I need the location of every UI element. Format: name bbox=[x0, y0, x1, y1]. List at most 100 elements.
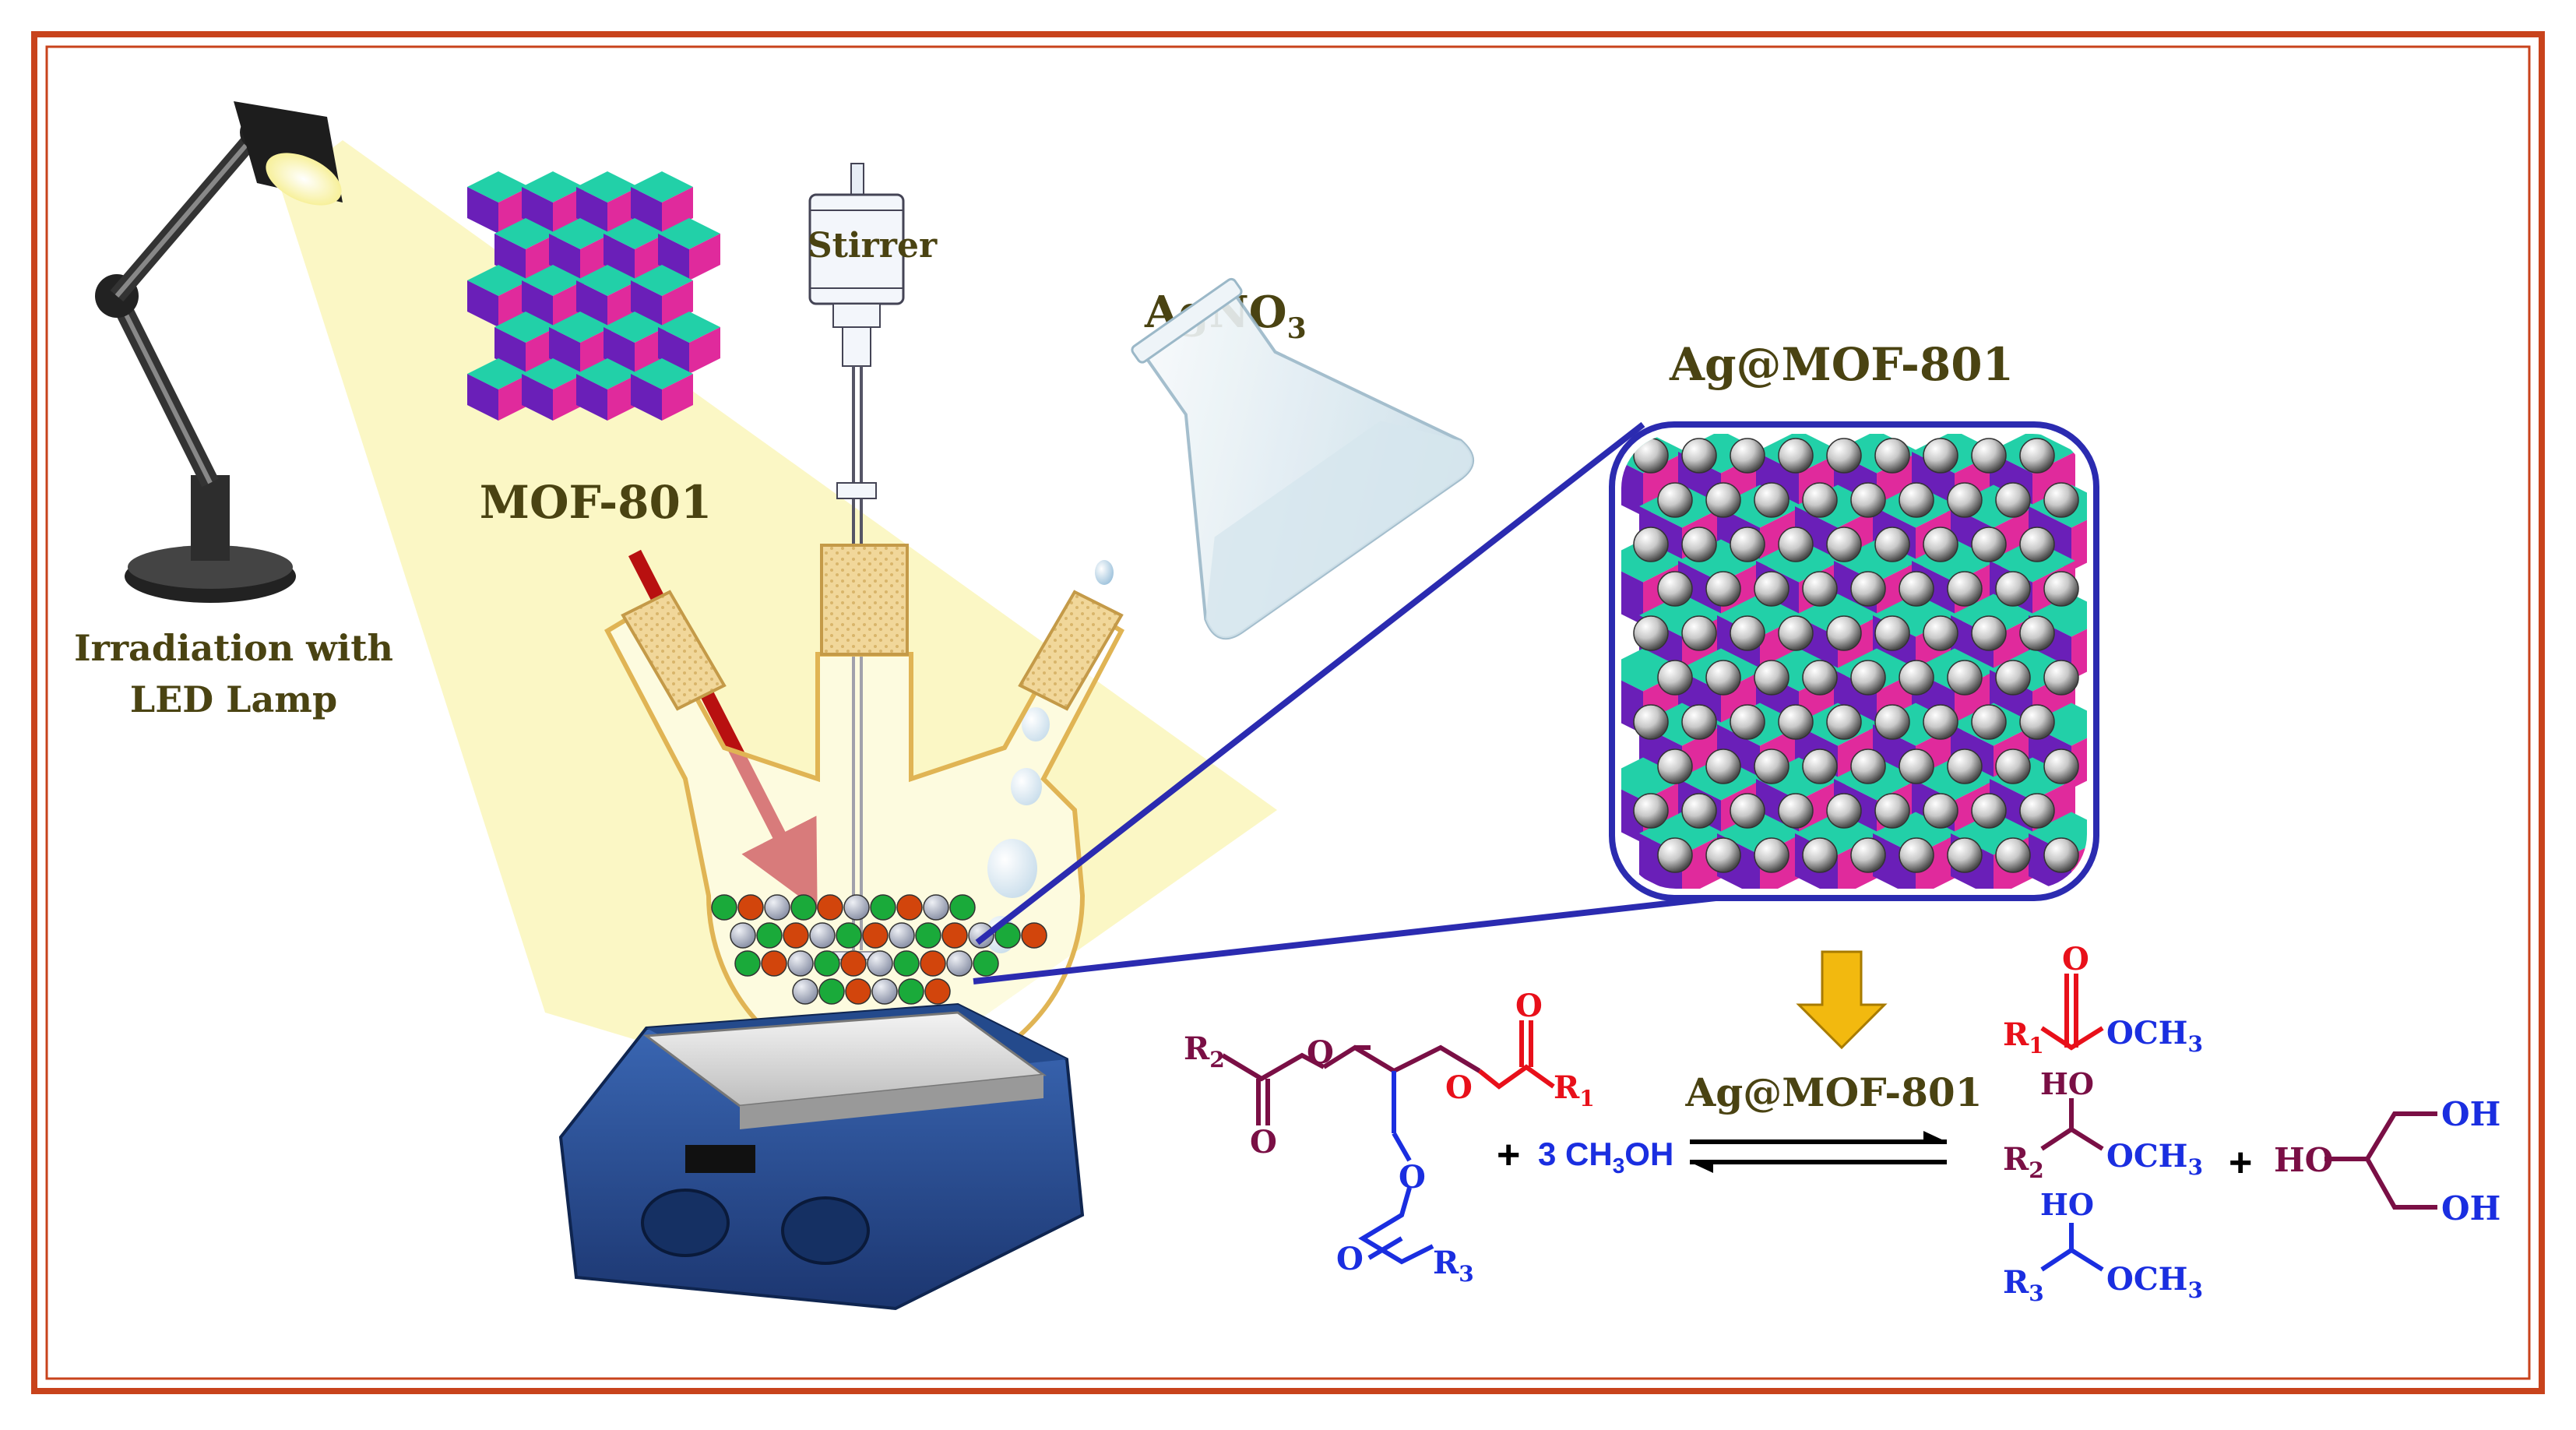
silver-nanoparticle bbox=[1947, 660, 1983, 696]
silver-nanoparticle bbox=[1681, 527, 1717, 562]
silver-nanoparticle bbox=[1730, 615, 1765, 651]
mof-cube bbox=[467, 358, 530, 421]
silver-nanoparticle bbox=[1778, 438, 1814, 474]
silver-nanoparticle bbox=[1802, 660, 1838, 696]
silver-nanoparticle bbox=[1995, 571, 2031, 607]
equilibrium-arrows bbox=[1690, 1131, 1947, 1173]
silver-nanoparticle bbox=[1899, 660, 1934, 696]
product-r3-hemiacetal: HO R3 OCH3 bbox=[2003, 1187, 2203, 1306]
silver-nanoparticle bbox=[1947, 571, 1983, 607]
flask-particle bbox=[809, 922, 836, 949]
silver-nanoparticle bbox=[2043, 571, 2079, 607]
silver-nanoparticle bbox=[2043, 837, 2079, 873]
p1-och3-label: OCH3 bbox=[2106, 1015, 2203, 1057]
silver-nanoparticle bbox=[1778, 615, 1814, 651]
o-label-3: O bbox=[1445, 1069, 1473, 1106]
inner-frame bbox=[45, 45, 2531, 1380]
silver-nanoparticle bbox=[1657, 482, 1693, 518]
o-label-5: O bbox=[1399, 1159, 1426, 1196]
silver-nanoparticle bbox=[1657, 837, 1693, 873]
silver-nanoparticle bbox=[1826, 793, 1862, 829]
silver-nanoparticle bbox=[1730, 793, 1765, 829]
triglyceride-structure: R2 O O O O R1 O O R3 bbox=[1184, 988, 1595, 1287]
flask-particle bbox=[845, 978, 871, 1005]
silver-nanoparticle bbox=[1802, 571, 1838, 607]
flask-particle bbox=[730, 922, 756, 949]
silver-nanoparticle bbox=[1657, 660, 1693, 696]
silver-nanoparticle bbox=[1947, 748, 1983, 784]
silver-nanoparticle bbox=[1850, 571, 1886, 607]
flask-particle bbox=[862, 922, 889, 949]
silver-nanoparticle bbox=[1923, 704, 1958, 740]
silver-nanoparticle bbox=[2043, 482, 2079, 518]
flask-particle bbox=[836, 922, 862, 949]
flask-particle bbox=[915, 922, 941, 949]
silver-nanoparticle bbox=[1971, 704, 2007, 740]
glycerol-oh-top-label: OH bbox=[2441, 1095, 2500, 1133]
flask-particle bbox=[734, 950, 761, 977]
silver-nanoparticle bbox=[1995, 660, 2031, 696]
silver-nanoparticle bbox=[1923, 527, 1958, 562]
p3-r-label: R3 bbox=[2003, 1264, 2044, 1306]
silver-nanoparticle bbox=[1705, 482, 1741, 518]
flask-particles bbox=[711, 894, 1047, 1005]
flask-particle bbox=[923, 894, 949, 921]
silver-nanoparticle bbox=[1995, 482, 2031, 518]
silver-nanoparticle bbox=[1899, 748, 1934, 784]
hotplate-stirrer-icon bbox=[558, 1002, 1085, 1311]
silver-nanoparticle bbox=[1995, 837, 2031, 873]
silver-nanoparticle bbox=[1633, 793, 1669, 829]
silver-nanoparticle bbox=[1826, 615, 1862, 651]
silver-nanoparticle bbox=[1874, 527, 1910, 562]
silver-nanoparticle bbox=[1778, 527, 1814, 562]
flask-particle bbox=[764, 894, 790, 921]
led-lamp-icon bbox=[95, 101, 343, 603]
glycerol-structure: HO OH OH bbox=[2274, 1095, 2500, 1227]
zoom-line-bottom bbox=[973, 893, 1737, 984]
silver-nanoparticle bbox=[1826, 527, 1862, 562]
yellow-arrow bbox=[1796, 950, 1888, 1050]
silver-nanoparticle bbox=[1947, 837, 1983, 873]
silver-nanoparticle bbox=[1681, 793, 1717, 829]
silver-nanoparticle bbox=[1874, 438, 1910, 474]
silver-nanoparticle bbox=[2043, 748, 2079, 784]
silver-nanoparticle bbox=[1730, 527, 1765, 562]
silver-nanoparticle bbox=[1971, 793, 2007, 829]
plus-2: + bbox=[2229, 1140, 2252, 1185]
silver-nanoparticle bbox=[1826, 438, 1862, 474]
lamp-label-line1: Irradiation with bbox=[74, 627, 393, 669]
silver-nanoparticle bbox=[1633, 527, 1669, 562]
silver-nanoparticle bbox=[1802, 482, 1838, 518]
silver-nanoparticle bbox=[1850, 748, 1886, 784]
p1-r-label: R1 bbox=[2003, 1016, 2044, 1058]
silver-nanoparticle bbox=[1681, 615, 1717, 651]
flask-particle bbox=[817, 894, 843, 921]
silver-nanoparticle bbox=[1802, 748, 1838, 784]
flask-particle bbox=[924, 978, 951, 1005]
silver-nanoparticle bbox=[1995, 748, 2031, 784]
o-label-6: O bbox=[1336, 1241, 1364, 1277]
silver-nanoparticle bbox=[1705, 837, 1741, 873]
flask-particle bbox=[946, 950, 973, 977]
silver-nanoparticle bbox=[1874, 793, 1910, 829]
mof-cube bbox=[631, 358, 693, 421]
silver-nanoparticle bbox=[1850, 482, 1886, 518]
silver-nanoparticle bbox=[1754, 571, 1789, 607]
silver-nanoparticle bbox=[1705, 660, 1741, 696]
mof-cube bbox=[467, 171, 530, 234]
flask-particle bbox=[787, 950, 814, 977]
silver-nanoparticle bbox=[1730, 438, 1765, 474]
glycerol-oh-bottom-label: OH bbox=[2441, 1189, 2500, 1227]
methanol-label: 3 CH3OH bbox=[1538, 1136, 1673, 1178]
flask-particle bbox=[898, 978, 924, 1005]
silver-nanoparticle bbox=[1899, 837, 1934, 873]
silver-nanoparticle bbox=[2019, 615, 2055, 651]
ag-mof-801-title: Ag@MOF-801 bbox=[1669, 338, 2014, 391]
plus-1: + bbox=[1497, 1132, 1520, 1178]
silver-nanoparticle bbox=[1850, 660, 1886, 696]
silver-nanoparticle bbox=[1923, 438, 1958, 474]
silver-nanoparticle bbox=[1705, 571, 1741, 607]
flask-particle bbox=[792, 978, 818, 1005]
silver-nanoparticle bbox=[1657, 748, 1693, 784]
flask-particle bbox=[994, 922, 1021, 949]
